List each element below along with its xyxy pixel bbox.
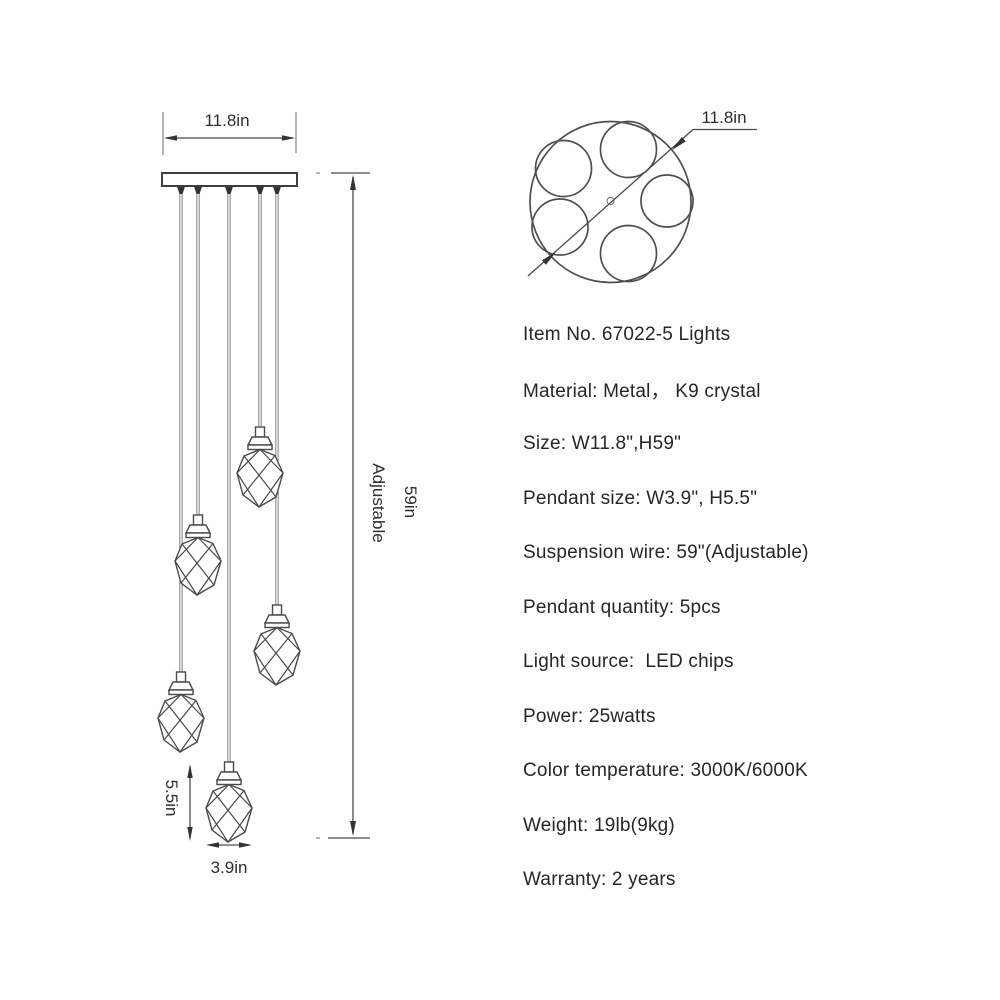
pendant-position-2	[534, 139, 593, 198]
spec-suspension-wire: Suspension wire: 59"(Adjustable)	[523, 542, 809, 564]
pendant-width-dimension: 3.9in	[206, 842, 252, 877]
pendant-position-1	[599, 120, 658, 179]
diameter-label: 11.8in	[701, 108, 746, 127]
spec-warranty: Warranty: 2 years	[523, 869, 676, 891]
canopy-width-label: 11.8in	[204, 111, 249, 130]
pendant-position-4	[531, 198, 589, 256]
ceiling-canopy	[161, 172, 298, 187]
spec-power: Power: 25watts	[523, 705, 656, 727]
spec-list: Item No. 67022-5 Lights Material: Metal，…	[523, 308, 943, 908]
spec-item-no: Item No. 67022-5 Lights	[523, 324, 731, 346]
spec-pendant-quantity: Pendant quantity: 5pcs	[523, 596, 721, 618]
spec-light-source: Light source: LED chips	[523, 651, 734, 673]
pendant-position-5	[599, 224, 658, 283]
pendant-height-dimension: 5.5in	[162, 764, 193, 841]
pendant-position-3	[640, 174, 694, 228]
pendant-3	[253, 604, 301, 686]
pendant-width-label: 3.9in	[211, 858, 248, 877]
pendant-4	[157, 671, 205, 753]
center-marker	[606, 197, 615, 205]
spec-pendant-size: Pendant size: W3.9", H5.5"	[523, 487, 758, 509]
drop-height-note: Adjustable	[369, 463, 388, 542]
canopy-outline-top-view	[529, 120, 692, 284]
drop-height-label: 59in	[401, 486, 420, 518]
canopy-width-dimension: 11.8in	[162, 111, 297, 155]
drop-height-dimension: 59in Adjustable	[316, 172, 420, 839]
spec-material: Material: Metal， K9 crystal	[523, 381, 761, 403]
pendant-5	[205, 761, 253, 843]
spec-color-temperature: Color temperature: 3000K/6000K	[523, 760, 808, 782]
spec-size: Size: W11.8",H59"	[523, 433, 682, 455]
pendant-height-label: 5.5in	[162, 780, 181, 817]
spec-weight: Weight: 19lb(9kg)	[523, 814, 675, 836]
top-view: 11.8in	[527, 108, 757, 284]
suspension-wires	[177, 186, 281, 762]
